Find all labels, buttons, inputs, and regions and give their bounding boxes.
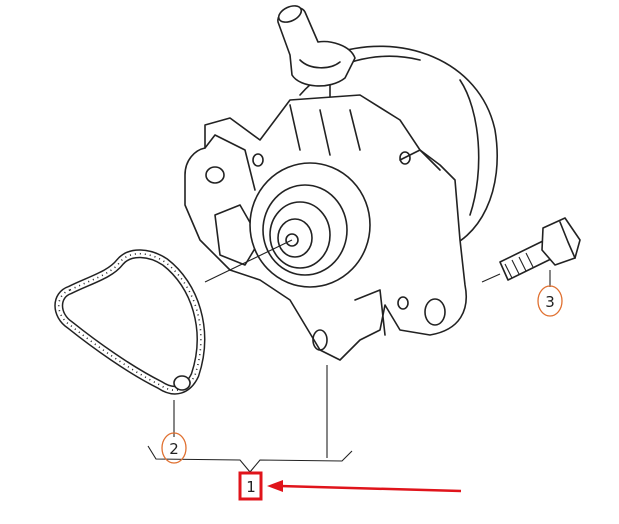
arrow-head-icon <box>267 480 283 492</box>
callout-2-highlight <box>161 432 187 464</box>
callout-3[interactable]: 3 <box>537 285 563 317</box>
arrow-shaft <box>279 484 462 493</box>
callout-1-label: 1 <box>246 478 256 496</box>
callout-2[interactable]: 2 <box>161 432 187 464</box>
red-arrow-annotation <box>267 480 462 493</box>
callout-3-highlight <box>537 285 563 317</box>
callout-2-label: 2 <box>169 440 179 458</box>
gasket <box>54 249 206 395</box>
callout-1[interactable]: 1 <box>238 471 263 501</box>
pump-shaft-seal <box>249 162 371 288</box>
callout-1-highlight <box>238 471 263 501</box>
bolt <box>499 217 581 281</box>
callout-3-label: 3 <box>545 293 555 311</box>
pump-nozzle <box>277 5 356 87</box>
